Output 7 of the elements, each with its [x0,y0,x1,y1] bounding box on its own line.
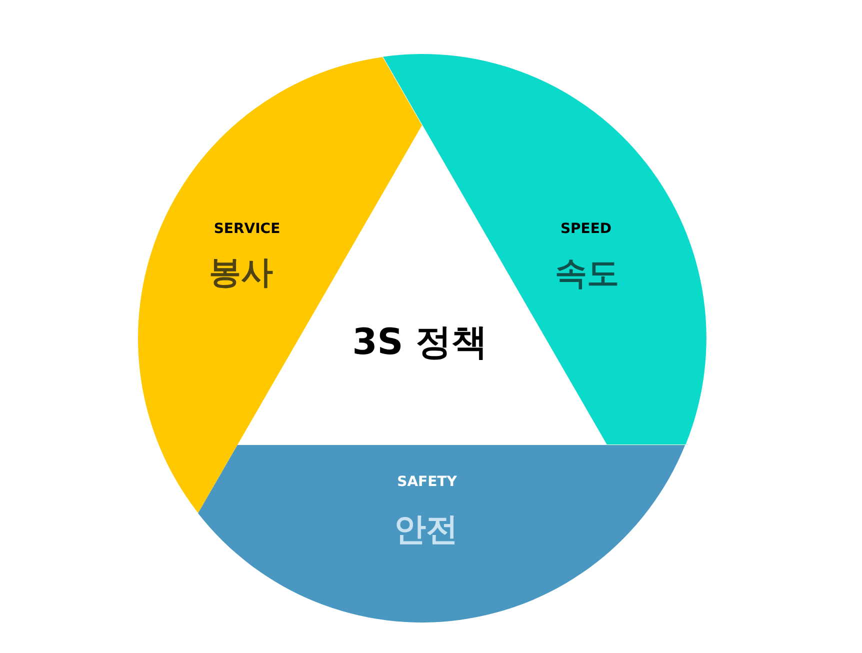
segment-heading: SAFETY [397,475,457,489]
segment-label: 봉사 [208,256,273,288]
segment-label: 속도 [554,256,619,289]
segment-label: 안전 [394,513,458,545]
center-title: 3S 정책 [352,325,488,361]
segment-heading: SPEED [560,222,612,236]
segment-heading: SERVICE [214,222,280,236]
